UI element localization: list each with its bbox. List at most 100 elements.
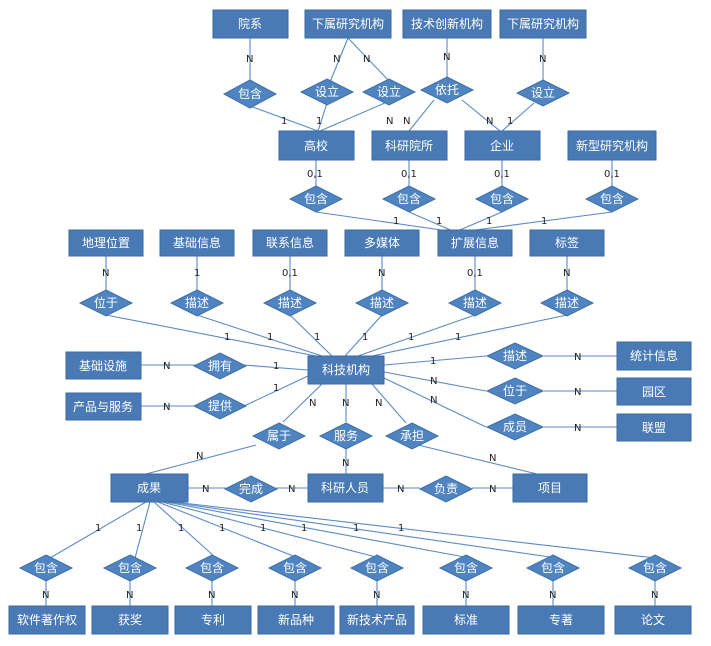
cardinality-label: 0,1 (604, 169, 620, 180)
cardinality-label: 0,1 (282, 268, 298, 279)
svg-text:包含: 包含 (365, 560, 389, 575)
cardinality-label: N (363, 54, 370, 65)
svg-text:新型研究机构: 新型研究机构 (576, 138, 648, 153)
svg-text:成员: 成员 (503, 420, 527, 434)
entity-chanpin-fuwu: 产品与服务 (65, 392, 142, 421)
entity-biaoqian: 标签 (529, 229, 605, 257)
cardinality-label: N (291, 590, 298, 601)
svg-text:标准: 标准 (454, 613, 478, 627)
cardinality-label: N (202, 484, 209, 495)
relationship-yongyou: 拥有 (192, 352, 248, 380)
svg-text:位于: 位于 (503, 383, 527, 398)
relationship-chengyuan: 成员 (485, 413, 545, 441)
relationship-yituo: 依托 (419, 76, 475, 104)
cardinality-label: 1 (281, 116, 287, 127)
cardinality-label: N (333, 54, 340, 65)
cardinality-label: 1 (362, 332, 368, 343)
cardinality-label: 0,1 (467, 268, 483, 279)
relationship-sheli-3: 设立 (515, 79, 571, 107)
svg-text:地理位置: 地理位置 (82, 235, 130, 250)
relationship-baohan-zhuanzhu: 包含 (525, 554, 581, 582)
relationship-fuze: 负责 (418, 475, 474, 503)
relationship-fuwu: 服务 (318, 422, 374, 450)
svg-text:多媒体: 多媒体 (364, 236, 400, 250)
cardinality-label: 0,1 (401, 169, 417, 180)
svg-text:包含: 包含 (397, 191, 421, 206)
svg-text:标签: 标签 (555, 235, 579, 250)
cardinality-label: N (574, 423, 581, 434)
entity-keyan-renyuan: 科研人员 (307, 473, 384, 503)
entity-qiye: 企业 (464, 130, 541, 161)
svg-text:设立: 设立 (377, 84, 401, 99)
svg-text:企业: 企业 (490, 138, 514, 153)
cardinality-label: 1 (267, 332, 273, 343)
cardinality-label: N (386, 116, 393, 127)
relationship-miaoshu-duomeiti: 描述 (354, 289, 410, 317)
entity-xinpinzhong: 新品种 (257, 605, 335, 635)
cardinality-label: 1 (316, 116, 322, 127)
svg-text:获奖: 获奖 (118, 613, 142, 627)
entity-xiashu-yanjiu-1: 下属研究机构 (304, 9, 392, 39)
entity-gaoxiao: 高校 (278, 130, 355, 161)
cardinality-label: N (126, 590, 133, 601)
svg-text:专利: 专利 (201, 612, 225, 627)
edges (45, 37, 656, 606)
cardinality-label: N (196, 451, 203, 462)
svg-text:服务: 服务 (334, 428, 358, 443)
svg-text:描述: 描述 (370, 296, 394, 310)
entity-yuanxi: 院系 (212, 9, 289, 39)
svg-text:成果: 成果 (137, 481, 161, 495)
entity-tongji-xinxi: 统计信息 (616, 341, 692, 371)
svg-text:提供: 提供 (208, 398, 232, 413)
entity-jichu-sheshi: 基础设施 (65, 351, 142, 380)
relationship-miaoshu-jichu: 描述 (169, 289, 225, 317)
svg-text:负责: 负责 (434, 482, 458, 496)
cardinality-labels: N 1 N N 1 N N N N N 1 0,1 0,1 0,1 0,1 1 … (42, 52, 658, 601)
cardinality-label: N (486, 116, 493, 127)
svg-text:包含: 包含 (454, 560, 478, 575)
cardinality-label: 1 (314, 332, 320, 343)
cardinality-label: N (373, 590, 380, 601)
entity-dili-weizhi: 地理位置 (68, 229, 144, 257)
cardinality-label: 1 (436, 216, 442, 227)
cardinality-label: 0,1 (307, 169, 323, 180)
cardinality-label: 1 (430, 356, 436, 367)
svg-text:产品与服务: 产品与服务 (73, 399, 133, 414)
svg-text:论文: 论文 (641, 612, 665, 627)
svg-text:描述: 描述 (185, 296, 209, 310)
svg-text:承担: 承担 (400, 429, 424, 443)
cardinality-label: 1 (219, 523, 225, 534)
svg-text:包含: 包含 (643, 560, 667, 575)
svg-text:包含: 包含 (283, 560, 307, 575)
cardinality-label: N (42, 590, 49, 601)
cardinality-label: N (208, 590, 215, 601)
entity-zhuanzhu: 专著 (517, 605, 605, 635)
cardinality-label: N (342, 398, 349, 409)
cardinality-label: 1 (507, 116, 513, 127)
relationship-tigong: 提供 (192, 392, 248, 420)
svg-text:联盟: 联盟 (642, 421, 666, 435)
cardinality-label: N (563, 268, 570, 279)
cardinality-label: 0,1 (494, 169, 510, 180)
cardinality-label: 1 (353, 523, 359, 534)
svg-text:技术创新机构: 技术创新机构 (411, 16, 483, 31)
relationship-baohan-xinpinzhong: 包含 (267, 554, 323, 582)
cardinality-label: N (246, 54, 253, 65)
svg-text:科研人员: 科研人员 (321, 481, 369, 495)
svg-text:扩展信息: 扩展信息 (451, 235, 499, 250)
entity-xiangmu: 项目 (512, 473, 588, 503)
cardinality-label: N (375, 398, 382, 409)
cardinality-label: 1 (260, 523, 266, 534)
svg-text:描述: 描述 (503, 349, 527, 363)
relationship-baohan-huojiang: 包含 (102, 554, 158, 582)
svg-text:统计信息: 统计信息 (630, 348, 678, 363)
cardinality-label: 1 (224, 332, 230, 343)
entity-jichu-xinxi: 基础信息 (159, 229, 235, 257)
svg-text:包含: 包含 (200, 560, 224, 575)
relationship-miaoshu-lianxi: 描述 (262, 289, 318, 317)
entity-yuanqu: 园区 (616, 377, 692, 406)
svg-text:基础信息: 基础信息 (173, 235, 221, 250)
svg-text:院系: 院系 (238, 17, 262, 31)
cardinality-label: 1 (486, 216, 492, 227)
